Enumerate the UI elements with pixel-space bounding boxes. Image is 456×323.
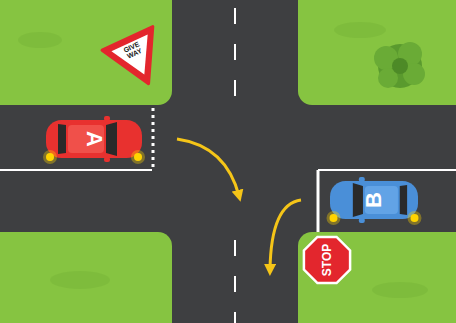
- car-label: A: [83, 131, 105, 147]
- centre-line: [234, 8, 236, 100]
- grass-texture: [18, 22, 428, 298]
- turn-arrow: [177, 139, 239, 196]
- bush: [374, 42, 425, 88]
- car-node: A: [44, 117, 144, 161]
- lane-line: [318, 169, 456, 171]
- turn-arrow: [270, 200, 301, 270]
- sign-text: STOP: [321, 244, 333, 276]
- car-label: B: [363, 192, 385, 208]
- car-node: B: [328, 178, 420, 222]
- grass-corner: [0, 232, 172, 323]
- grass-corner: [298, 0, 456, 105]
- stop-line: [317, 170, 320, 232]
- road-sign: STOP: [302, 235, 352, 285]
- grass-corner: [298, 232, 456, 323]
- lane-line: [0, 169, 152, 171]
- centre-line: [234, 240, 236, 323]
- give-way-line: [152, 108, 155, 168]
